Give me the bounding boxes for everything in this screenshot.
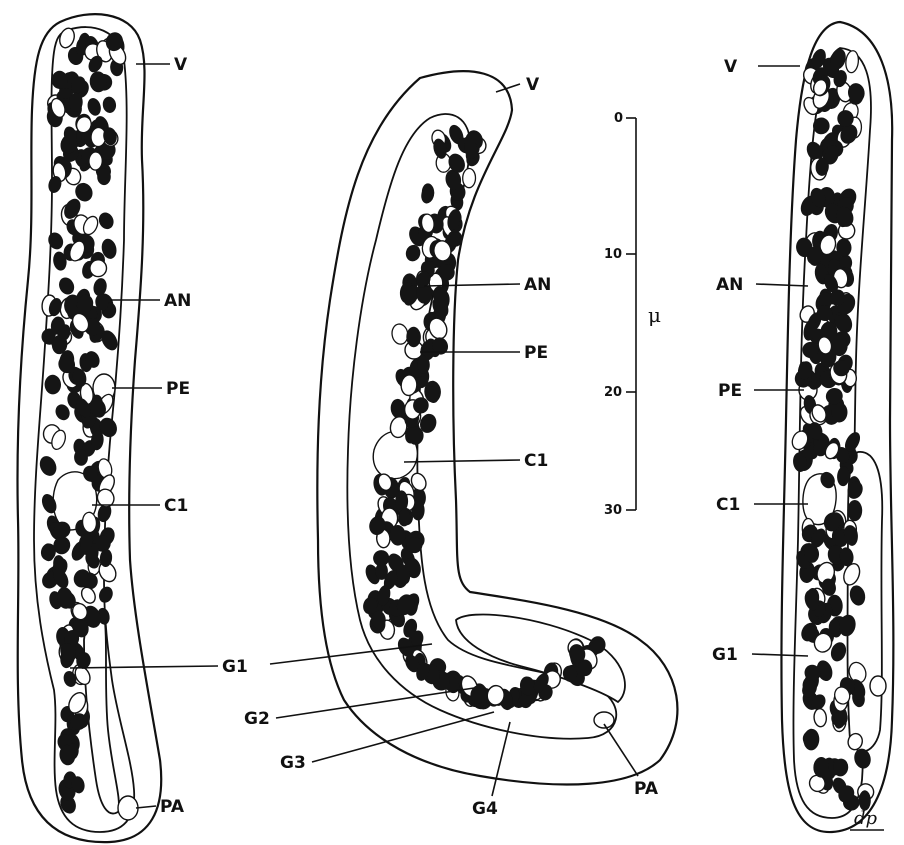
label-mid-v: V: [526, 75, 540, 95]
granule: [847, 500, 862, 521]
leader-mid-ci: [404, 460, 520, 462]
label-mid-an: AN: [524, 275, 551, 295]
granule: [376, 562, 388, 580]
specimen-right: [781, 22, 893, 832]
label-mid-ci: C1: [524, 451, 548, 471]
label-left-pe: PE: [166, 379, 190, 399]
label-mid-pe: PE: [524, 343, 548, 363]
label-mid-g4: G4: [472, 799, 498, 819]
specimen-left: [17, 14, 161, 842]
left-vacuole-pa: [118, 796, 138, 820]
scale-bar: 0 10 20 30 μ: [604, 111, 661, 518]
label-right-g1: G1: [712, 645, 738, 665]
scale-label-30: 30: [604, 503, 622, 518]
label-left-v: V: [174, 55, 188, 75]
leader-mid-pa: [604, 724, 638, 776]
leader-left-pa: [136, 806, 156, 808]
leader-mid-g3: [312, 712, 494, 762]
scale-label-20: 20: [604, 385, 622, 400]
right-vacuole-pa: [870, 676, 886, 696]
granule: [401, 374, 418, 396]
label-right-ci: C1: [716, 495, 740, 515]
label-left-pa: PA: [160, 797, 185, 817]
label-mid-g2: G2: [244, 709, 270, 729]
label-mid-g3: G3: [280, 753, 306, 773]
leader-right-an: [756, 284, 808, 286]
granule: [463, 168, 476, 187]
label-right-v: V: [724, 57, 738, 77]
artist-signature: dp: [854, 808, 878, 829]
leader-mid-g4: [492, 722, 510, 796]
scale-label-0: 0: [614, 111, 623, 126]
middle-vacuole-pa: [594, 712, 614, 728]
label-left-an: AN: [164, 291, 191, 311]
scale-label-10: 10: [604, 247, 622, 262]
label-right-an: AN: [716, 275, 743, 295]
label-left-ci: C1: [164, 496, 188, 516]
specimen-middle: [317, 71, 677, 784]
label-mid-pa: PA: [634, 779, 659, 799]
granule: [89, 152, 103, 171]
granule: [90, 260, 107, 277]
label-left-g1: G1: [222, 657, 248, 677]
scale-unit: μ: [648, 303, 661, 327]
label-right-pe: PE: [718, 381, 742, 401]
granule: [52, 71, 68, 89]
